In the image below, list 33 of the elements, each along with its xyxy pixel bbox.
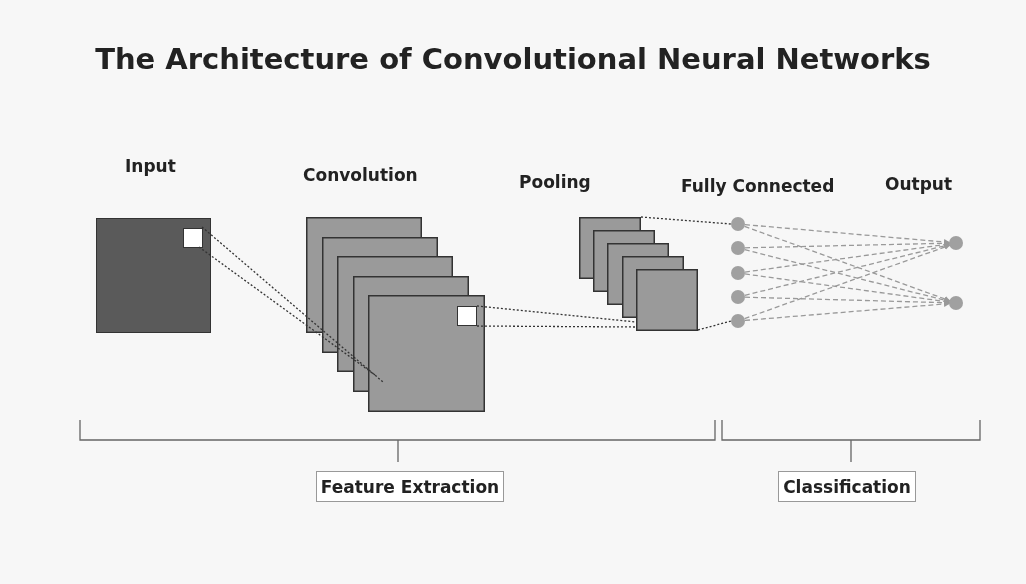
neuron [731, 241, 745, 255]
layer-label: Convolution [303, 165, 418, 185]
projection-line [640, 216, 732, 225]
projection-line [476, 325, 637, 328]
neuron [731, 217, 745, 231]
output-neuron [949, 236, 963, 250]
pooled-map-stack [579, 217, 698, 331]
neuron [731, 266, 745, 280]
input-image [96, 218, 211, 333]
layer-label: Fully Connected [681, 176, 835, 196]
feature-map-stack [306, 217, 485, 412]
arrow [744, 223, 950, 245]
stage-label: Classification [778, 471, 916, 502]
arrow [744, 240, 950, 249]
output-neuron [949, 296, 963, 310]
projection-line [697, 320, 732, 331]
neuron [731, 314, 745, 328]
arrow [744, 242, 951, 296]
projection-line [201, 226, 384, 383]
pooling-window [457, 306, 477, 326]
projection-line [476, 305, 637, 323]
neuron [731, 290, 745, 304]
arrow [744, 301, 950, 322]
arrow [743, 225, 951, 302]
layer-label: Output [885, 174, 953, 194]
layer-label: Input [125, 156, 176, 176]
arrow [744, 249, 951, 303]
layer-label: Pooling [519, 172, 591, 192]
title: The Architecture of Convolutional Neural Networks [94, 42, 932, 76]
stage-label: Feature Extraction [316, 471, 504, 502]
arrow [744, 296, 950, 306]
arrow [743, 244, 951, 320]
filter-window [183, 228, 203, 248]
